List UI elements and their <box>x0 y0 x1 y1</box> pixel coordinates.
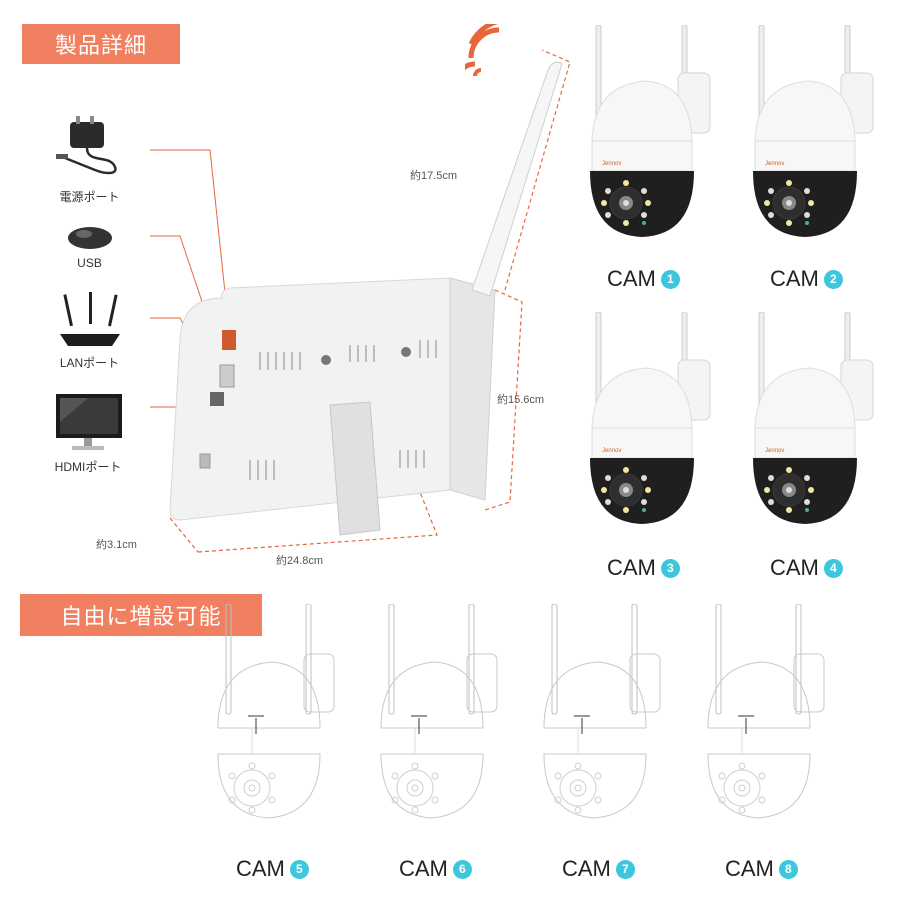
port-item-lan: LANポート <box>42 290 137 371</box>
mouse-icon <box>67 227 112 249</box>
camera-label-text: CAM <box>607 555 656 580</box>
camera-number-badge: 8 <box>778 859 798 879</box>
port-item-hdmi: HDMIポート <box>38 392 138 475</box>
camera-outline-icon <box>543 604 661 819</box>
power-adapter-icon <box>55 116 117 175</box>
camera-label-text: CAM <box>607 266 656 291</box>
svg-text:Jennov: Jennov <box>765 161 784 167</box>
camera-number-badge: 2 <box>823 269 843 289</box>
camera-number-badge: 4 <box>823 558 843 578</box>
dimension-height: 約15.6cm <box>497 394 545 406</box>
camera-label-text: CAM <box>770 266 819 291</box>
camera-icon: Jennov <box>753 312 874 524</box>
camera-icon: Jennov <box>590 25 711 237</box>
camera-label-text: CAM <box>562 856 611 881</box>
port-label: HDMIポート <box>54 460 122 474</box>
svg-text:Jennov: Jennov <box>602 448 621 454</box>
camera-icon: Jennov <box>590 312 711 524</box>
camera-outline-icon <box>707 604 825 819</box>
wifi-icon <box>465 24 500 83</box>
camera-label-text: CAM <box>399 856 448 881</box>
section-tag-expand: 自由に増設可能 <box>20 594 262 636</box>
camera-number-badge: 3 <box>660 558 680 578</box>
camera-number-badge: 5 <box>289 859 309 879</box>
camera-number-badge: 7 <box>615 859 635 879</box>
camera-icon: Jennov <box>753 25 874 237</box>
port-label: USB <box>77 256 102 270</box>
port-item-usb: USB <box>42 222 137 270</box>
dimension-width: 約24.8cm <box>276 555 324 567</box>
svg-text:Jennov: Jennov <box>602 161 621 167</box>
camera-outline-icon <box>217 604 335 819</box>
port-label: LANポート <box>59 356 120 370</box>
camera-number-badge: 6 <box>452 859 472 879</box>
port-label: 電源ポート <box>59 190 120 204</box>
camera-label-text: CAM <box>725 856 774 881</box>
monitor-icon <box>56 394 122 450</box>
nvr-monitor-illustration <box>150 49 570 553</box>
port-item-power: 電源ポート <box>42 112 137 205</box>
router-icon <box>59 292 120 346</box>
camera-label-text: CAM <box>770 555 819 580</box>
svg-text:Jennov: Jennov <box>765 448 784 454</box>
camera-number-badge: 1 <box>660 269 680 289</box>
camera-label-text: CAM <box>236 856 285 881</box>
section-tag-details: 製品詳細 <box>22 24 180 64</box>
camera-outline-icon <box>380 604 498 819</box>
dimension-antenna: 約17.5cm <box>410 170 458 182</box>
dimension-depth: 約3.1cm <box>96 539 137 551</box>
